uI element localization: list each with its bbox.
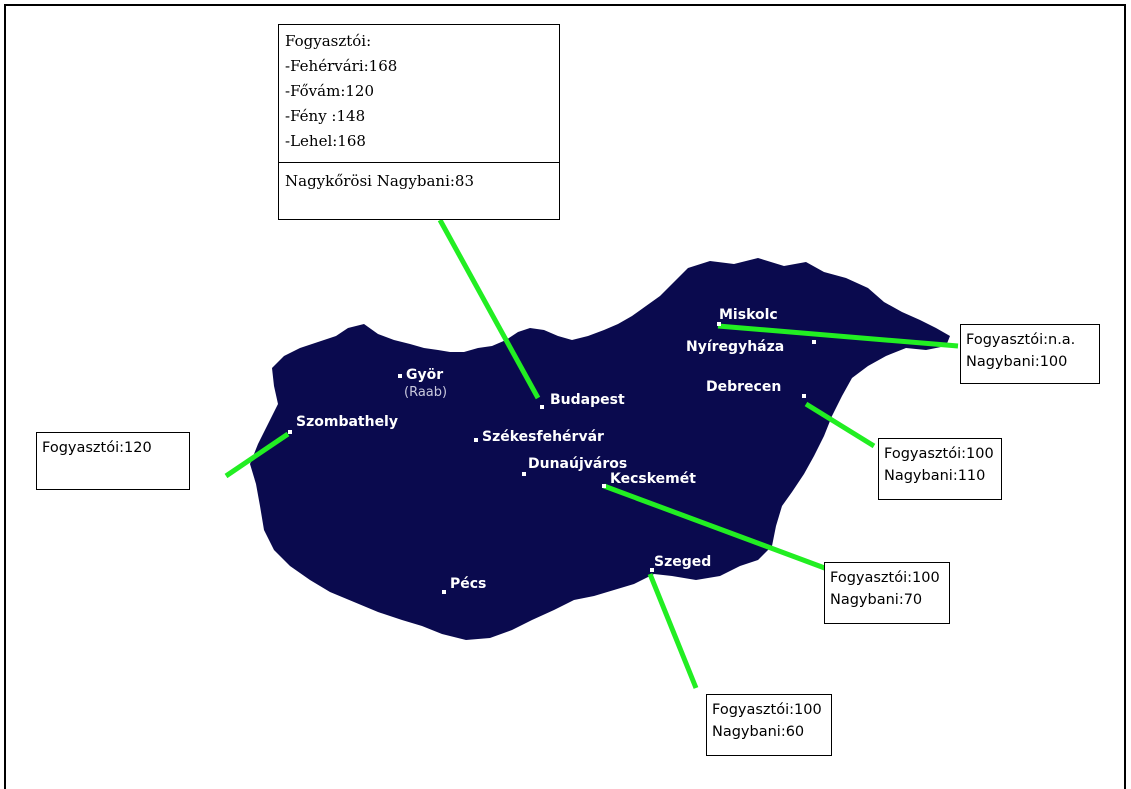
callout-miskolc: Fogyasztói:n.a. Nagybani:100 — [960, 324, 1100, 384]
callout-budapest: Fogyasztói: -Fehérvári:168 -Fővám:120 -F… — [278, 24, 560, 220]
leader-szombathely — [224, 431, 290, 479]
city-dot-gyor — [398, 374, 402, 378]
leader-miskolc — [717, 323, 959, 349]
callout-debrecen: Fogyasztói:100 Nagybani:110 — [878, 438, 1002, 500]
city-label-pecs: Pécs — [450, 576, 486, 592]
city-label-nyiregyhaza: Nyíregyháza — [686, 339, 784, 355]
callout-szeged-consumer: Fogyasztói:100 — [712, 702, 822, 718]
callout-szeged: Fogyasztói:100 Nagybani:60 — [706, 694, 832, 756]
hungary-territory — [250, 258, 950, 640]
callout-budapest-header: Fogyasztói: — [285, 32, 372, 50]
callout-kecskemet: Fogyasztói:100 Nagybani:70 — [824, 562, 950, 624]
city-label-budapest: Budapest — [550, 392, 625, 408]
hungary-map: Miskolc Nyíregyháza Debrecen Budapest Gy… — [224, 218, 959, 689]
callout-kecskemet-wholesale: Nagybani:70 — [830, 592, 923, 608]
callout-budapest-wholesale-section: Nagykőrösi Nagybani:83 — [279, 163, 559, 200]
callout-budapest-item: -Lehel:168 — [285, 132, 366, 150]
leader-szeged — [647, 573, 699, 689]
city-dot-szekesfehervar — [474, 438, 478, 442]
callout-budapest-consumer-section: Fogyasztói: -Fehérvári:168 -Fővám:120 -F… — [279, 25, 559, 163]
callout-miskolc-consumer: Fogyasztói:n.a. — [966, 332, 1076, 348]
city-label-gyor-sub: (Raab) — [404, 385, 447, 400]
city-dot-miskolc — [717, 322, 721, 326]
callout-budapest-item: -Fehérvári:168 — [285, 57, 398, 75]
city-label-szombathely: Szombathely — [296, 414, 398, 430]
city-label-gyor: Györ — [406, 367, 443, 383]
city-dot-debrecen — [802, 394, 806, 398]
leader-kecskemet — [603, 483, 831, 573]
callout-debrecen-consumer: Fogyasztói:100 — [884, 446, 994, 462]
city-dot-szeged — [650, 568, 654, 572]
city-label-debrecen: Debrecen — [706, 379, 781, 395]
callout-budapest-item: -Fővám:120 — [285, 82, 375, 100]
city-dot-kecskemet — [602, 484, 606, 488]
callout-budapest-item: -Fény :148 — [285, 107, 366, 125]
city-dot-pecs — [442, 590, 446, 594]
callout-szombathely: Fogyasztói:120 — [36, 432, 190, 490]
city-dot-budapest — [540, 405, 544, 409]
callout-szeged-wholesale: Nagybani:60 — [712, 724, 805, 740]
callout-budapest-footer: Nagykőrösi Nagybani:83 — [285, 172, 475, 190]
callout-szombathely-consumer: Fogyasztói:120 — [42, 440, 152, 456]
city-label-dunaujvaros: Dunaújváros — [528, 456, 627, 472]
city-dot-nyiregyhaza — [812, 340, 816, 344]
map-frame: Miskolc Nyíregyháza Debrecen Budapest Gy… — [4, 4, 1126, 789]
leader-budapest — [437, 218, 541, 400]
city-label-szeged: Szeged — [654, 554, 711, 570]
callout-miskolc-wholesale: Nagybani:100 — [966, 354, 1068, 370]
callout-debrecen-wholesale: Nagybani:110 — [884, 468, 986, 484]
city-label-szekesfehervar: Székesfehérvár — [482, 429, 604, 445]
city-dot-szombathely — [288, 430, 292, 434]
city-label-kecskemet: Kecskemét — [610, 471, 696, 487]
callout-kecskemet-consumer: Fogyasztói:100 — [830, 570, 940, 586]
city-dot-dunaujvaros — [522, 472, 526, 476]
city-label-miskolc: Miskolc — [719, 307, 778, 323]
leader-debrecen — [804, 401, 876, 449]
